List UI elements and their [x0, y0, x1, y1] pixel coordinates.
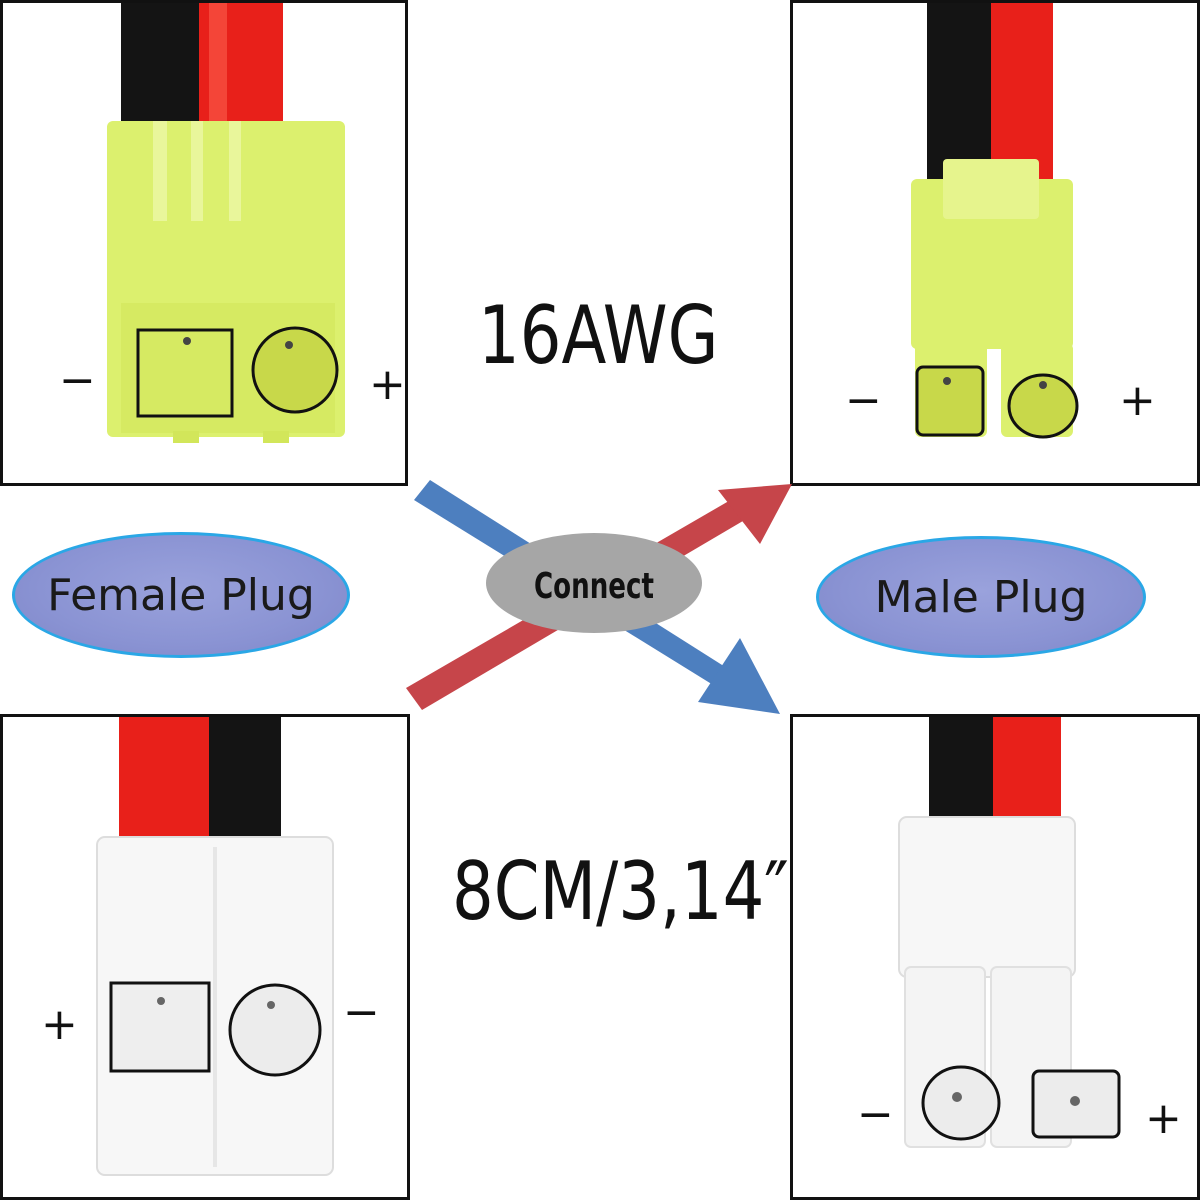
male-plug-bottom-panel: − +	[790, 714, 1200, 1200]
polarity-negative: −	[857, 1089, 894, 1140]
female-plug-label: Female Plug	[12, 532, 350, 658]
female-plug-bottom-panel: + −	[0, 714, 410, 1200]
polarity-positive: +	[41, 999, 78, 1050]
connect-arrows: Connect	[406, 480, 792, 714]
male-plug-white-photo	[898, 717, 1121, 1148]
positive-terminal-marker	[251, 326, 339, 414]
negative-terminal-marker	[136, 328, 234, 418]
polarity-positive: +	[1145, 1093, 1182, 1144]
polarity-positive: +	[1119, 375, 1156, 426]
negative-terminal-marker	[921, 1065, 1001, 1141]
female-plug-text: Female Plug	[47, 569, 315, 621]
female-plug-white-photo	[96, 717, 334, 1176]
negative-terminal-marker	[228, 983, 322, 1077]
female-plug-yellow-photo	[107, 3, 345, 443]
polarity-negative: −	[845, 375, 882, 426]
polarity-positive: +	[369, 359, 406, 410]
male-plug-text: Male Plug	[874, 571, 1088, 623]
negative-terminal-marker	[915, 365, 985, 437]
polarity-negative: −	[343, 987, 380, 1038]
wire-length-label: 8CM/3,14″	[452, 845, 789, 938]
wire-gauge-label: 16AWG	[478, 289, 719, 382]
female-plug-top-panel: − +	[0, 0, 408, 486]
connect-label: Connect	[534, 566, 654, 607]
positive-terminal-marker	[1007, 373, 1079, 439]
male-plug-yellow-photo	[911, 3, 1079, 439]
male-plug-label: Male Plug	[816, 536, 1146, 658]
positive-terminal-marker	[109, 981, 211, 1073]
connect-oval	[486, 533, 702, 633]
polarity-negative: −	[59, 355, 96, 406]
male-plug-top-panel: − +	[790, 0, 1200, 486]
